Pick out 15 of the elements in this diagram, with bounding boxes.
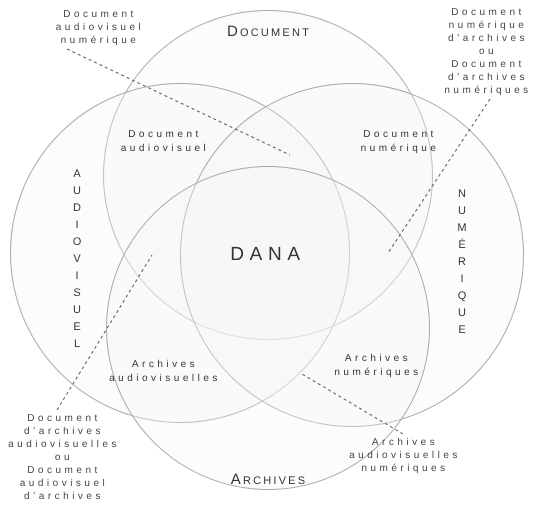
callout-text: Document numérique d’archives ou Document d’archives numériques [444,6,532,97]
region-label: Document audiovisuel [120,128,210,156]
leader-line [56,254,152,410]
center-label: DANA [230,242,306,267]
region-label: Archives numériques [334,352,422,380]
callout-text: Document audiovisuel numérique [56,8,144,47]
callout-text: Archives audiovisuelles numériques [349,436,461,475]
callout-text: Document d’archives audiovisuelles ou Document audiovisuel d’archives [8,412,120,503]
leader-line [66,48,290,156]
circle-title: DOCUMENT [226,22,312,42]
region-label: Document numérique [360,128,440,156]
region-label: Archives audiovisuelles [109,358,221,386]
circle-title: ARCHIVES [230,470,308,490]
leader-line [388,98,490,254]
leader-line [302,374,404,434]
